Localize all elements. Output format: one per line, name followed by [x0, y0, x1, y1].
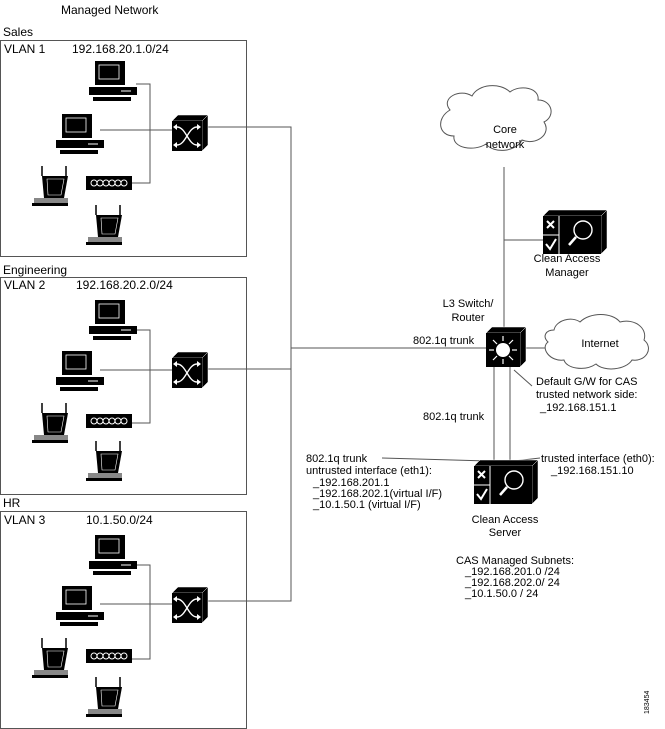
cam-label-line2: Manager [545, 267, 589, 279]
l3-switch-router-icon [485, 326, 527, 368]
untrusted-line1: 802.1q trunk [306, 453, 368, 465]
untrusted-line2: untrusted interface (eth1): [306, 465, 432, 477]
untrusted-line4: _192.168.202.1(virtual I/F) [313, 488, 443, 500]
trunk-label: 802.1q trunk [413, 335, 475, 347]
cam-label-line1: Clean Access [533, 253, 601, 265]
vlan-subnet-label: 192.168.20.2.0/24 [76, 278, 173, 292]
diagram-title: Managed Network [61, 3, 159, 17]
trusted-line2: _192.168.151.10 [551, 465, 634, 477]
vlan-wiring-sales [100, 83, 173, 184]
vlan-box-engineering [0, 277, 247, 495]
vlan-wiring-hr [100, 564, 173, 660]
cas-label-line1: Clean Access [471, 514, 539, 526]
trusted-line1: trusted interface (eth0): [541, 453, 655, 465]
managed-subnets-title: CAS Managed Subnets: [456, 555, 575, 567]
internet-cloud [544, 314, 649, 370]
core-network-label-line1: Core [493, 124, 517, 136]
clean-access-server-icon [472, 458, 540, 506]
vlan-id-label: VLAN 1 [4, 42, 46, 56]
clean-access-manager-icon [541, 208, 609, 256]
vlan-subnet-label: 10.1.50.0/24 [86, 513, 153, 527]
vlan-subnet-label: 192.168.20.1.0/24 [72, 42, 169, 56]
vlan-box-hr [0, 511, 247, 729]
managed-subnet-item: _192.168.201.0 /24 [465, 566, 560, 578]
vlan-group-label: Engineering [3, 263, 68, 277]
vlan-id-label: VLAN 2 [4, 278, 46, 292]
trunk-bus [208, 126, 486, 602]
trunk-label-vertical-link: 802.1q trunk [423, 411, 485, 423]
vlan-wiring-engineering [100, 329, 173, 424]
vlan-group-label: Sales [3, 25, 34, 39]
default-gw-line2: trusted network side: [536, 389, 638, 401]
managed-subnet-item: _10.1.50.0 / 24 [465, 588, 539, 600]
vlan-group-label: HR [3, 496, 21, 510]
default-gw-line1: Default G/W for CAS [536, 376, 638, 388]
vlan-box-sales [0, 40, 247, 257]
core-network-cloud [440, 85, 552, 151]
figure-id: 183454 [644, 690, 651, 714]
vlan-id-label: VLAN 3 [4, 513, 46, 527]
l3-switch-label-line2: Router [451, 312, 485, 324]
default-gw-line3: _192.168.151.1 [540, 402, 617, 414]
cas-label-line2: Server [488, 527, 522, 539]
core-network-label-line2: network [485, 139, 525, 151]
managed-subnet-item: _192.168.202.0/ 24 [465, 577, 560, 589]
l3-switch-label-line1: L3 Switch/ [442, 298, 494, 310]
untrusted-line3: _192.168.201.1 [313, 477, 390, 489]
untrusted-line5: _10.1.50.1 (virtual I/F) [313, 499, 421, 511]
internet-label: Internet [581, 338, 619, 350]
